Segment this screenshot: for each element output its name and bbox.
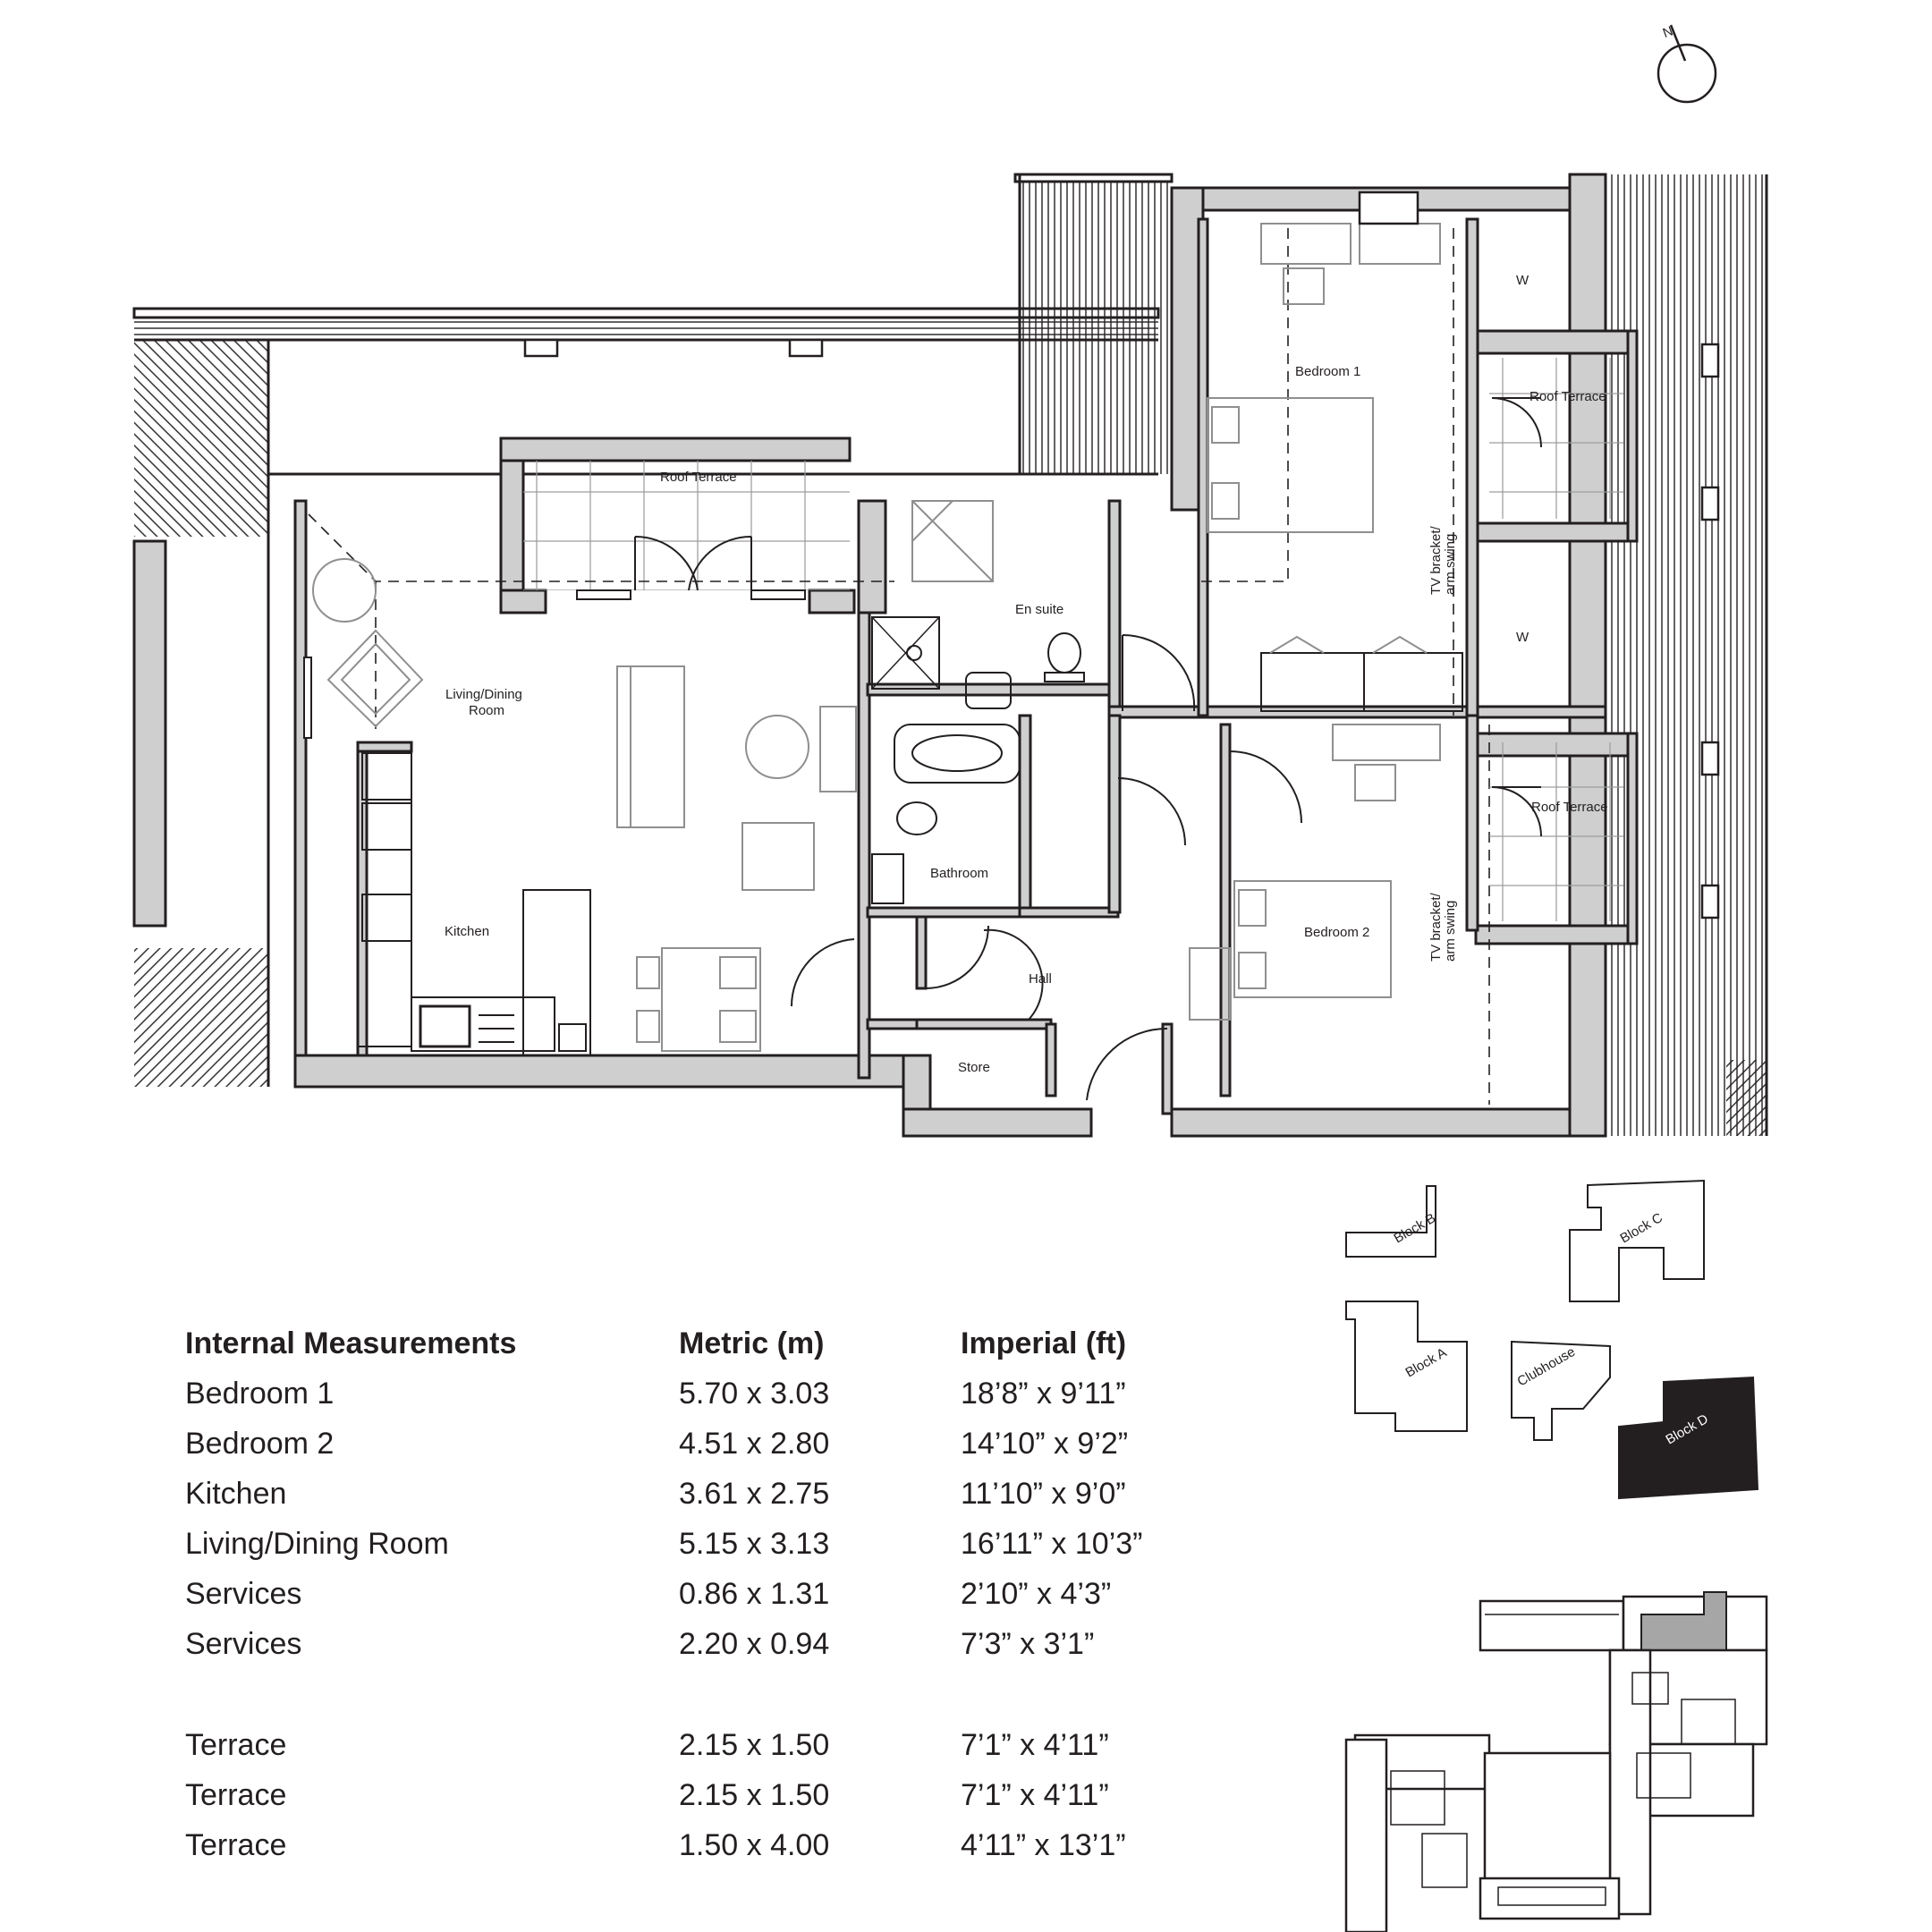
tv-note-1a: TV bracket/ [1428, 525, 1444, 595]
room-name: Living/Dining Room [185, 1527, 449, 1561]
hall-label: Hall [1029, 971, 1052, 987]
roof-terrace-2-label: Roof Terrace [1531, 800, 1608, 815]
header-internal: Internal Measurements [185, 1326, 517, 1360]
compass-north-label: N [1661, 23, 1675, 41]
roof-terrace-main-label: Roof Terrace [660, 470, 737, 485]
table-row: Living/Dining Room 5.15 x 3.13 16’11” x … [185, 1527, 1169, 1577]
header-imperial: Imperial (ft) [961, 1326, 1127, 1360]
kitchen: Kitchen [357, 750, 591, 1056]
room-name: Services [185, 1627, 302, 1661]
wet-rooms: En suite Bathroom [871, 500, 1085, 904]
store-label: Store [958, 1060, 990, 1075]
imperial-value: 7’3” x 3’1” [961, 1627, 1095, 1661]
table-row: Terrace 1.50 x 4.00 4’11” x 13’1” [185, 1828, 1169, 1878]
room-name: Kitchen [185, 1477, 287, 1511]
metric-value: 5.70 x 3.03 [679, 1377, 830, 1411]
bedroom-1-label: Bedroom 1 [1295, 364, 1360, 379]
living-dining-label-1: Living/Dining [445, 687, 522, 702]
right-roof-terraces: Roof Terrace Roof Terrace [1489, 358, 1623, 921]
metric-value: 1.50 x 4.00 [679, 1828, 830, 1862]
room-name: Services [185, 1577, 302, 1611]
kitchen-label: Kitchen [445, 924, 489, 939]
tv-note-1b: arm swing [1443, 534, 1458, 595]
imperial-value: 14’10” x 9’2” [961, 1427, 1129, 1461]
table-row: Services 2.20 x 0.94 7’3” x 3’1” [185, 1627, 1169, 1677]
metric-value: 2.15 x 1.50 [679, 1728, 830, 1762]
imperial-value: 4’11” x 13’1” [961, 1828, 1126, 1862]
roof-hatching [132, 173, 1768, 1136]
metric-value: 2.20 x 0.94 [679, 1627, 830, 1661]
terrace-name: Terrace [185, 1728, 287, 1762]
terrace-name: Terrace [185, 1778, 287, 1812]
header-metric: Metric (m) [679, 1326, 825, 1360]
imperial-value: 11’10” x 9’0” [961, 1477, 1126, 1511]
imperial-value: 7’1” x 4’11” [961, 1728, 1109, 1762]
tv-note-2b: arm swing [1443, 901, 1458, 962]
terrace-name: Terrace [185, 1828, 287, 1862]
door-swings [790, 633, 1302, 1101]
en-suite-label: En suite [1015, 602, 1063, 617]
bedroom-1: Bedroom 1 W W TV bracket/ arm swing [1207, 191, 1530, 712]
metric-value: 5.15 x 3.13 [679, 1527, 830, 1561]
bedroom-2-label: Bedroom 2 [1304, 925, 1369, 940]
metric-value: 0.86 x 1.31 [679, 1577, 830, 1611]
imperial-value: 2’10” x 4’3” [961, 1577, 1112, 1611]
eaves-lines [308, 228, 1490, 1105]
key-plan: Block B Block C Block A Clubhouse Block … [1345, 1179, 1759, 1500]
imperial-value: 16’11” x 10’3” [961, 1527, 1143, 1561]
table-header: Internal Measurements Metric (m) Imperia… [185, 1326, 1169, 1377]
table-row: Bedroom 1 5.70 x 3.03 18’8” x 9’11” [185, 1377, 1169, 1427]
wardrobe-2-label: W [1516, 630, 1530, 645]
metric-value: 3.61 x 2.75 [679, 1477, 830, 1511]
roof-terrace-1-label: Roof Terrace [1530, 389, 1606, 404]
roof-terrace-main: Roof Terrace [523, 461, 850, 600]
tv-note-2a: TV bracket/ [1428, 892, 1444, 962]
highlighted-block [1618, 1376, 1759, 1500]
hall-and-store: Hall Store [958, 971, 1052, 1075]
table-row: Kitchen 3.61 x 2.75 11’10” x 9’0” [185, 1477, 1169, 1527]
measurements-table: Internal Measurements Metric (m) Imperia… [185, 1326, 1169, 1878]
metric-value: 2.15 x 1.50 [679, 1778, 830, 1812]
metric-value: 4.51 x 2.80 [679, 1427, 830, 1461]
imperial-value: 7’1” x 4’11” [961, 1778, 1109, 1812]
living-dining-label-2: Room [469, 703, 504, 718]
table-row: Services 0.86 x 1.31 2’10” x 4’3” [185, 1577, 1169, 1627]
room-name: Bedroom 2 [185, 1427, 335, 1461]
bedroom-2: Bedroom 2 TV bracket/ arm swing [1189, 724, 1458, 1021]
bathroom-label: Bathroom [930, 866, 988, 881]
compass-icon: N [1657, 23, 1717, 104]
living-furniture: Living/Dining Room [303, 558, 857, 1052]
room-name: Bedroom 1 [185, 1377, 335, 1411]
site-plan [1344, 1591, 1768, 1932]
wardrobe-1-label: W [1516, 273, 1530, 288]
table-row: Terrace 2.15 x 1.50 7’1” x 4’11” [185, 1728, 1169, 1778]
table-row: Terrace 2.15 x 1.50 7’1” x 4’11” [185, 1778, 1169, 1828]
imperial-value: 18’8” x 9’11” [961, 1377, 1126, 1411]
table-row: Bedroom 2 4.51 x 2.80 14’10” x 9’2” [185, 1427, 1169, 1477]
